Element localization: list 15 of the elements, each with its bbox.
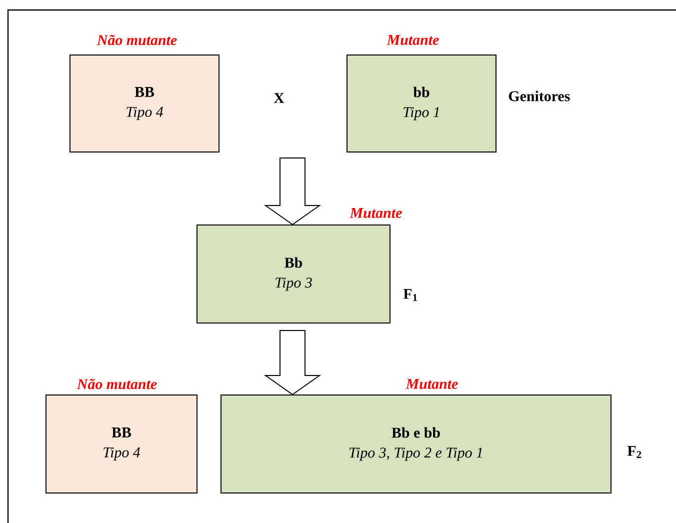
heading: Mutante (350, 208, 402, 218)
heading: Mutante (386, 35, 439, 45)
block-arrow (264, 330, 322, 396)
genotype-box: Bb Tipo 3 (196, 224, 390, 324)
heading: Não mutante (76, 378, 157, 390)
genotype-box: BB Tipo 4 (46, 394, 198, 494)
label: F$_{2}$ (627, 446, 642, 458)
label: X (274, 93, 284, 103)
genotype-box: BB Tipo 4 (70, 54, 220, 152)
genotype-box: bb Tipo 1 (346, 54, 496, 152)
heading: Mutante (406, 379, 458, 389)
genotype-box: Bb e bb Tipo 3, Tipo 2 e Tipo 1 (220, 394, 612, 494)
heading: Não mutante (96, 34, 177, 46)
block-arrow (264, 158, 322, 226)
label: F$_{1}$ (403, 289, 418, 301)
